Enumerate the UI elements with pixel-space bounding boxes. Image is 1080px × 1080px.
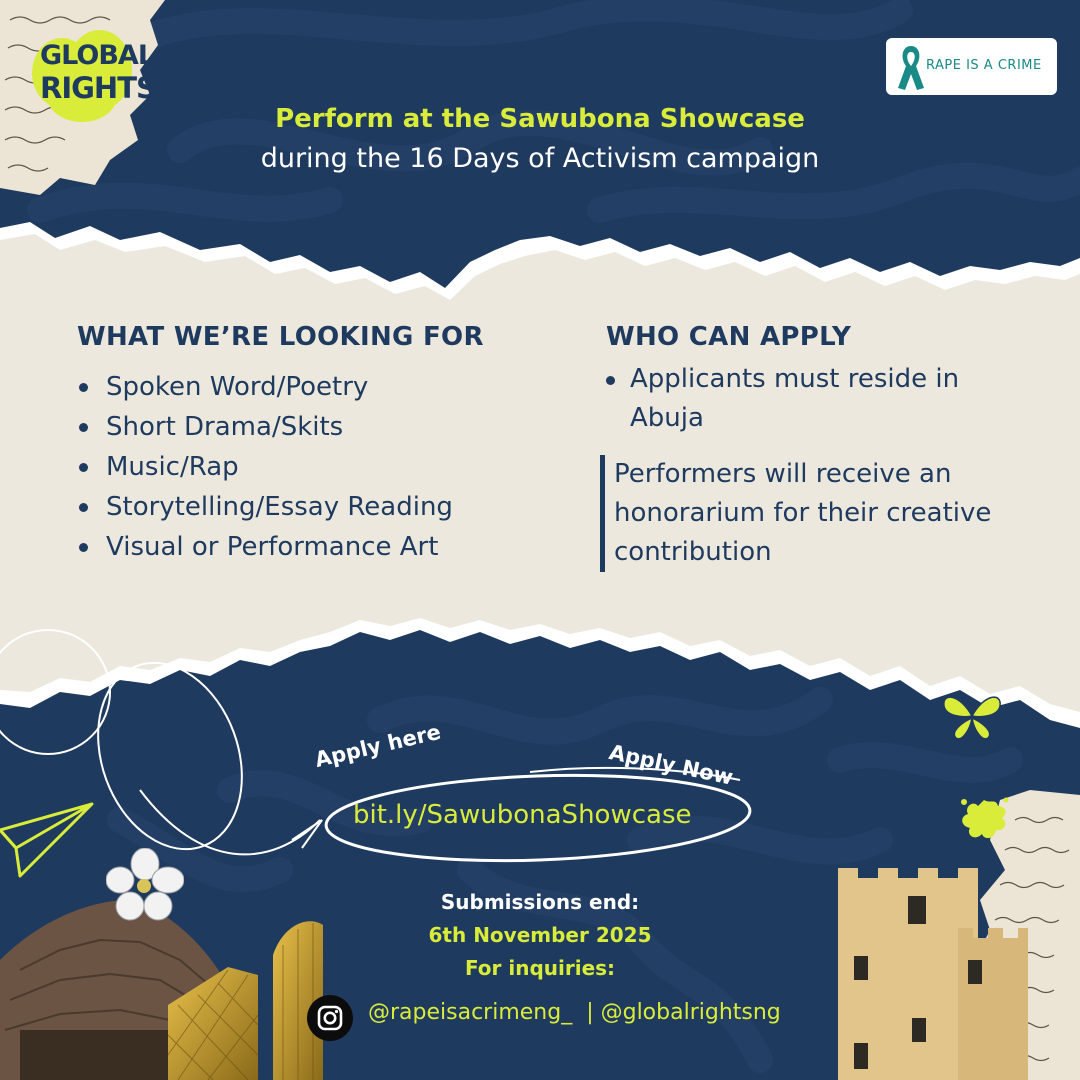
tower-illustration (838, 868, 1028, 1080)
honorarium-note: Performers will receive an honorarium fo… (600, 455, 1040, 572)
paint-splash-icon (961, 797, 1009, 839)
instagram-icon (307, 995, 353, 1041)
list-item: Spoken Word/Poetry (76, 367, 453, 407)
list-item: Visual or Performance Art (76, 527, 453, 567)
flower-icon (106, 848, 184, 921)
list-item: Music/Rap (76, 447, 453, 487)
apply-link[interactable]: bit.ly/SawubonaShowcase (353, 800, 692, 830)
list-item: Storytelling/Essay Reading (76, 487, 453, 527)
headline-subtitle: during the 16 Days of Activism campaign (260, 143, 820, 174)
deadline-date: 6th November 2025 (428, 923, 652, 947)
inquiries-label: For inquiries: (464, 956, 616, 980)
headline-title: Perform at the Sawubona Showcase (275, 104, 805, 134)
rape-is-a-crime-logo: RAPE IS A CRIME (886, 38, 1057, 95)
list-item: Short Drama/Skits (76, 407, 453, 447)
awareness-ribbon-icon (898, 46, 924, 90)
who-can-apply-heading: WHO CAN APPLY (606, 322, 852, 352)
paper-plane-icon (0, 802, 94, 878)
gold-buildings-illustration (168, 921, 323, 1080)
eligibility-item: Applicants must reside in Abuja (604, 360, 1024, 438)
social-handles[interactable]: @rapeisacrimeng_ | @globalrightsng (368, 1000, 781, 1025)
looking-for-list: Spoken Word/Poetry Short Drama/Skits Mus… (76, 367, 453, 567)
looking-for-heading: WHAT WE’RE LOOKING FOR (77, 322, 484, 352)
rape-is-a-crime-text: RAPE IS A CRIME (926, 58, 1042, 73)
butterfly-icon (943, 696, 1001, 740)
submissions-end-label: Submissions end: (440, 890, 640, 914)
